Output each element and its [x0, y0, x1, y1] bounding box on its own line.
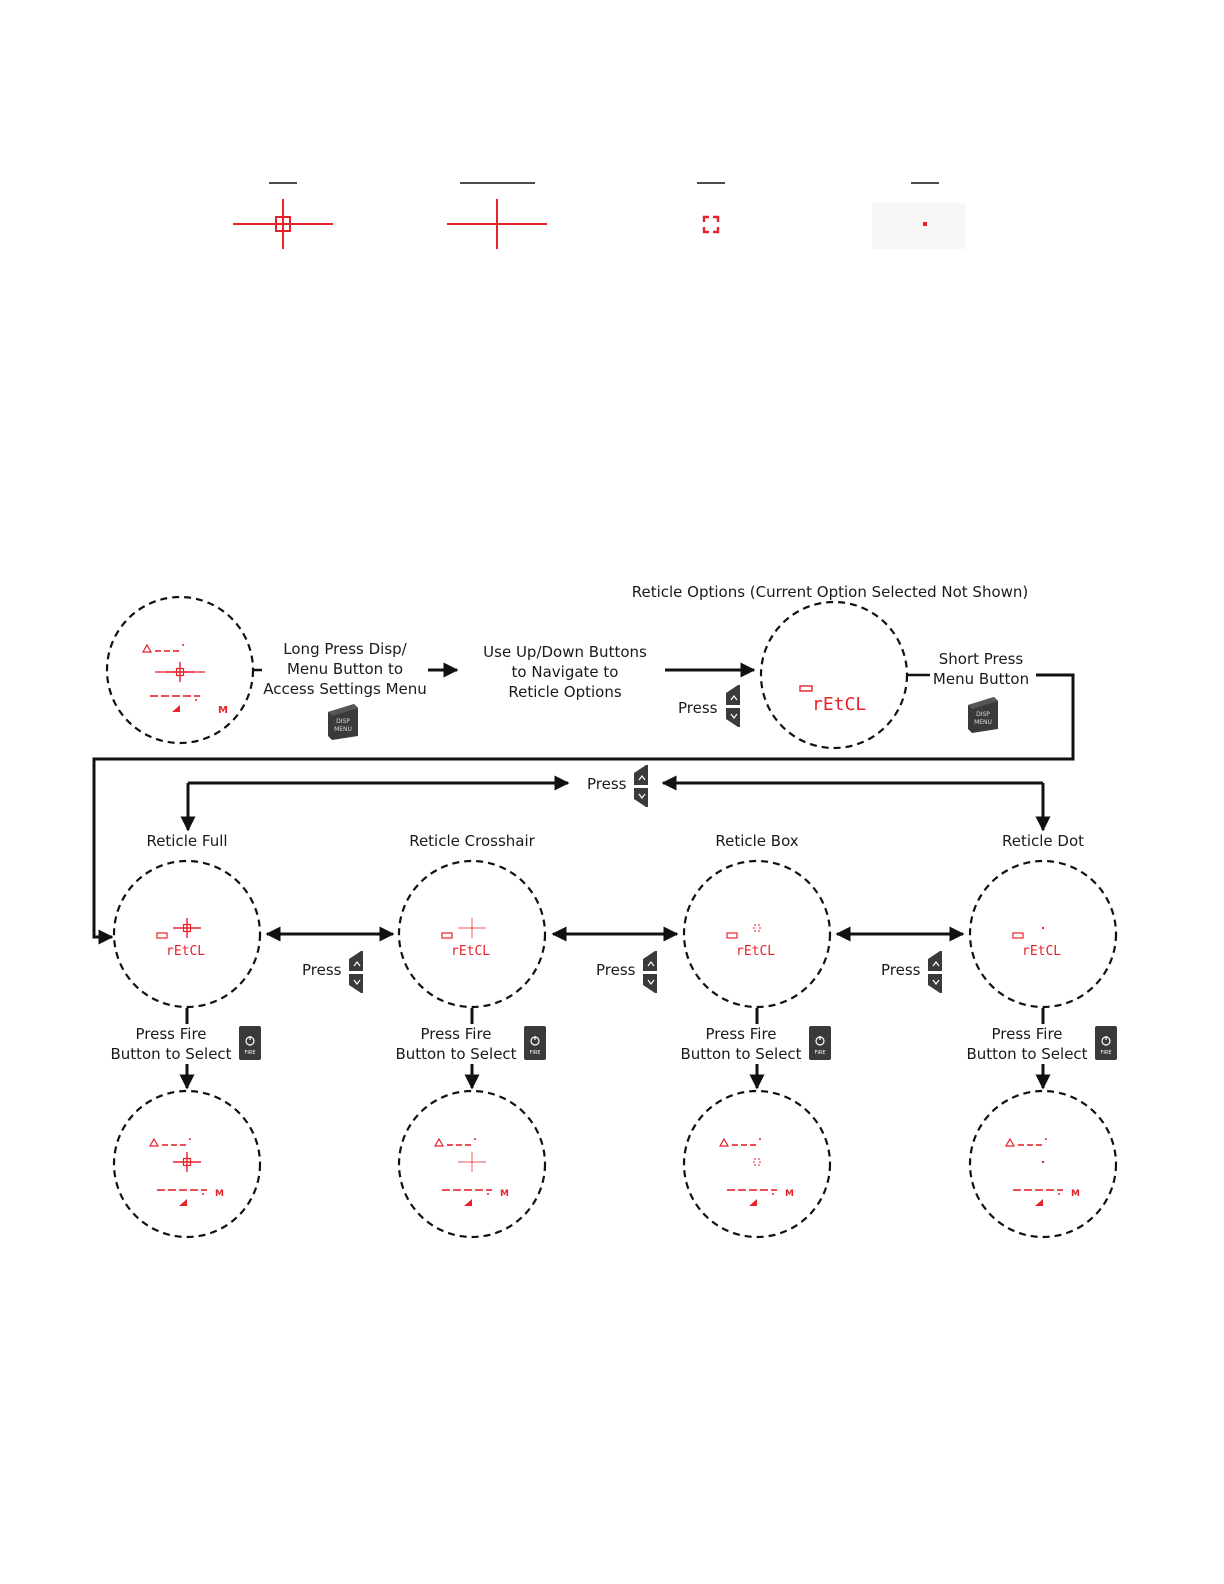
option-circle-crosshair: rEtCL: [397, 859, 547, 1009]
option-title-dot: Reticle Dot: [1001, 832, 1085, 850]
disp-menu-button-icon-2: [968, 697, 998, 733]
press-fire-line-1-full: Press Fire: [135, 1025, 207, 1043]
up-down-button-icon-a: [348, 950, 364, 994]
fire-button-icon-crosshair: [523, 1025, 547, 1061]
option-circle-full: rEtCL: [112, 859, 262, 1009]
up-down-button-icon: [725, 684, 741, 728]
press-fire-line-2-dot: Button to Select: [966, 1045, 1088, 1063]
navigate-line-1: Use Up/Down Buttons: [483, 643, 647, 661]
press-fire-line-1-box: Press Fire: [705, 1025, 777, 1043]
reticle-options-title: Reticle Options (Current Option Selected…: [631, 583, 1029, 601]
reticle-crosshair-icon: [447, 199, 547, 249]
fire-button-icon-box: [808, 1025, 832, 1061]
option-circle-box: rEtCL: [682, 859, 832, 1009]
option-circle-dot: rEtCL: [968, 859, 1118, 1009]
option-display-text-dot: rEtCL: [1022, 944, 1061, 959]
press-label-2: Press: [587, 775, 627, 793]
reticle-dot-icon: [872, 203, 966, 249]
press-fire-line-2-box: Button to Select: [680, 1045, 802, 1063]
press-label-5: Press: [881, 961, 921, 979]
short-press-line-1: Short Press: [938, 650, 1024, 668]
press-fire-line-1-crosshair: Press Fire: [420, 1025, 492, 1043]
result-circle-box: M: [682, 1089, 832, 1239]
option-display-text-crosshair: rEtCL: [451, 944, 490, 959]
unit-m: M: [218, 705, 228, 716]
up-down-button-icon-top: [633, 764, 649, 808]
option-title-full: Reticle Full: [146, 832, 228, 850]
disp-menu-button-icon: [328, 704, 358, 740]
result-unit-dot: M: [1071, 1189, 1080, 1199]
option-display-text-full: rEtCL: [166, 944, 205, 959]
result-unit-box: M: [785, 1189, 794, 1199]
display-text: rEtCL: [812, 694, 866, 715]
press-fire-line-2-full: Button to Select: [110, 1045, 232, 1063]
reticle-full-icon: [233, 199, 333, 249]
reticle-options-circle: rEtCL: [759, 600, 909, 750]
fire-button-icon-full: [238, 1025, 262, 1061]
long-press-line-2: Menu Button to: [286, 660, 404, 678]
start-display-circle: M: [105, 595, 255, 745]
up-down-button-icon-c: [927, 950, 943, 994]
fire-button-icon-dot: [1094, 1025, 1118, 1061]
long-press-line-3: Access Settings Menu: [263, 680, 427, 698]
short-press-line-2: Menu Button: [932, 670, 1030, 688]
result-unit-full: M: [215, 1189, 224, 1199]
reticle-box-icon: [702, 215, 720, 234]
result-circle-crosshair: M: [397, 1089, 547, 1239]
press-label-4: Press: [596, 961, 636, 979]
long-press-line-1: Long Press Disp/: [283, 640, 407, 658]
up-down-button-icon-b: [642, 950, 658, 994]
press-fire-line-1-dot: Press Fire: [991, 1025, 1063, 1043]
navigate-line-2: to Navigate to: [511, 663, 619, 681]
press-label-3: Press: [302, 961, 342, 979]
navigate-line-3: Reticle Options: [508, 683, 622, 701]
reticle-preview-row: [233, 182, 966, 249]
option-title-box: Reticle Box: [715, 832, 799, 850]
option-title-crosshair: Reticle Crosshair: [409, 832, 535, 850]
result-circle-dot: M: [968, 1089, 1118, 1239]
press-fire-line-2-crosshair: Button to Select: [395, 1045, 517, 1063]
option-display-text-box: rEtCL: [736, 944, 775, 959]
press-label-1: Press: [678, 699, 718, 717]
result-circle-full: M: [112, 1089, 262, 1239]
result-unit-crosshair: M: [500, 1189, 509, 1199]
